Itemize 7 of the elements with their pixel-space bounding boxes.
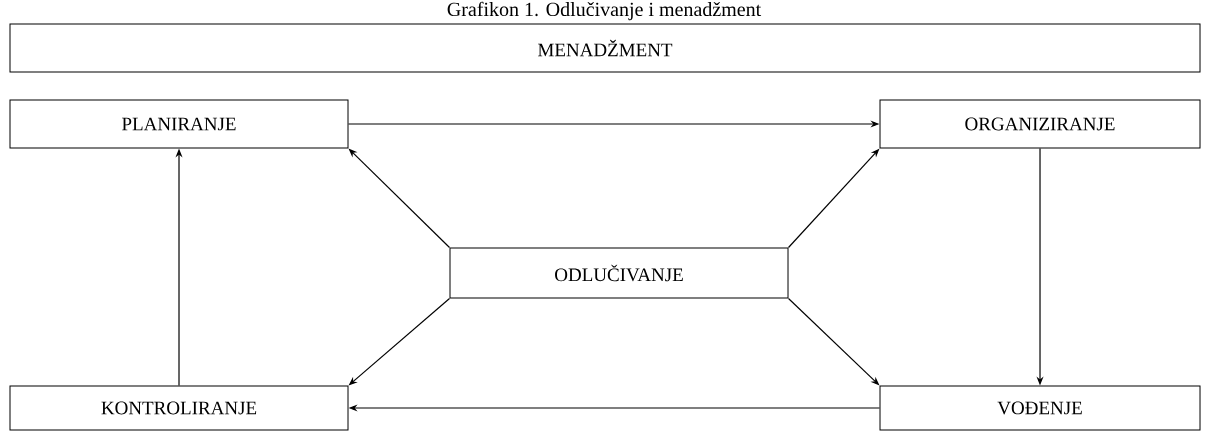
heading-box: MENADŽMENT (9, 23, 1201, 73)
process-box: ORGANIZIRANJE (879, 99, 1201, 149)
title: Grafikon 1. Odlučivanje i menadžment (447, 1, 762, 21)
central-box: ODLUČIVANJE (449, 247, 789, 299)
process-box: KONTROLIRANJE (9, 385, 349, 431)
process-box: PLANIRANJE (9, 99, 349, 149)
process-box: VOĐENJE (879, 385, 1201, 431)
